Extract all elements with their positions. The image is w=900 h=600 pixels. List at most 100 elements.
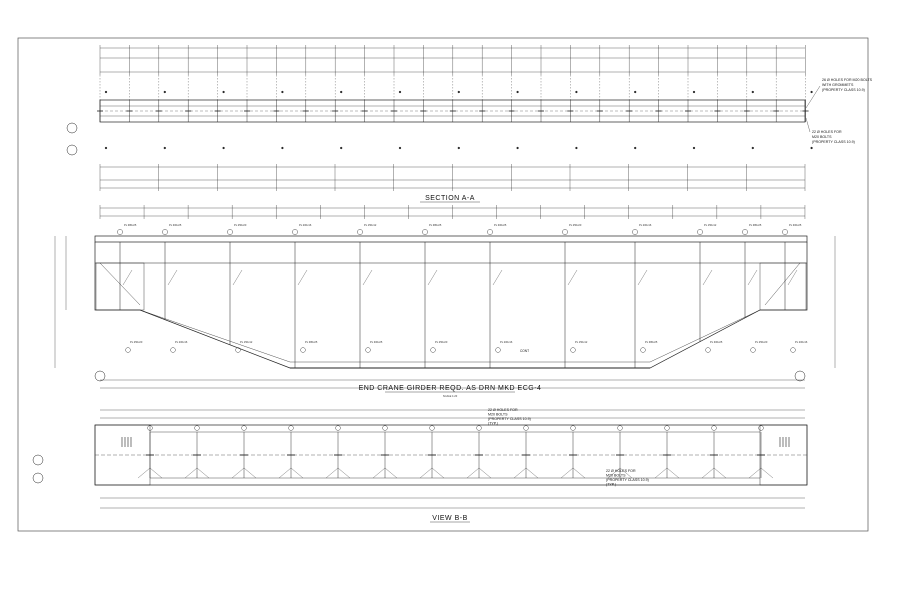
item-bubble — [523, 425, 529, 431]
view-title: VIEW B-B — [432, 515, 468, 522]
item-bubble — [705, 347, 711, 353]
girder-dimension-ticks — [99, 205, 806, 219]
plate-callouts: PL 380x25 PL 250x20 PL 300x25 PL 200x16 PL 2… — [124, 223, 808, 344]
leader-line — [805, 85, 821, 109]
item-bubble — [742, 229, 748, 235]
sheet-border — [17, 37, 869, 532]
plate-callout: PL 200x16 — [639, 223, 652, 227]
section-title: SECTION A-A — [425, 195, 475, 202]
leader-line — [362, 269, 373, 286]
gusset-mark — [560, 467, 586, 479]
plate-callout: PL 380x25 — [645, 340, 658, 344]
item-bubble — [365, 347, 371, 353]
plate-callout: PL 380x25 — [124, 223, 137, 227]
bolt-mark — [281, 90, 284, 94]
bolt-mark — [692, 90, 696, 94]
item-bubble — [241, 425, 247, 431]
gusset-mark — [607, 467, 633, 479]
grid-bubble — [66, 144, 78, 156]
bolt-hole-note: 22 Ø HOLES FOR M20 BOLTS (PROPERTY CLASS… — [488, 408, 532, 426]
gusset-mark — [231, 467, 257, 479]
item-bubble — [300, 347, 306, 353]
item-bubble — [382, 425, 388, 431]
bolt-mark — [104, 90, 108, 94]
item-bubble — [790, 347, 796, 353]
item-bubble — [632, 229, 638, 235]
plate-callout: PL 300x25 — [169, 223, 182, 227]
item-bubble — [758, 425, 764, 431]
leader-line — [167, 269, 178, 286]
bolt-mark — [751, 146, 754, 150]
gusset-mark — [184, 467, 210, 479]
gusset-mark — [372, 467, 398, 479]
girder-stiffeners — [99, 229, 801, 368]
bolt-mark — [751, 90, 754, 94]
leader-line — [492, 269, 503, 286]
bolt-mark — [104, 146, 108, 150]
bolt-mark — [810, 90, 813, 94]
item-bubble — [782, 229, 788, 235]
item-bubble — [430, 347, 436, 353]
section-top-dimension-ticks — [99, 45, 806, 100]
plate-callout: PL 200x16 — [795, 340, 808, 344]
item-bubble — [664, 425, 670, 431]
plate-callout: PL 250x20 — [569, 223, 582, 227]
item-bubble — [617, 425, 623, 431]
item-bubble — [125, 347, 131, 353]
bolt-mark — [634, 90, 637, 94]
leader-line — [805, 117, 811, 133]
section-stiffeners — [97, 90, 813, 150]
bolt-hole-note: 26 Ø HOLES FOR M20 BOLTS WITH GROMMETS (… — [822, 78, 873, 92]
bolt-mark — [163, 146, 166, 150]
grid-bubble — [94, 370, 106, 382]
item-bubble — [170, 347, 176, 353]
bolt-mark — [457, 146, 460, 150]
item-bubble — [194, 425, 200, 431]
bolt-hole-note: 22 Ø HOLES FOR M20 BOLTS (PROPERTY CLASS… — [606, 469, 650, 487]
plate-callout: PL 300x25 — [370, 340, 383, 344]
plate-callout: PL 200x16 — [175, 340, 188, 344]
item-bubble — [227, 229, 233, 235]
bolt-mark — [398, 90, 402, 94]
plate-callout: PL 150x12 — [704, 223, 717, 227]
view-b-b — [94, 409, 808, 509]
grid-bubble — [66, 122, 78, 134]
plate-callout: PL 300x25 — [789, 223, 802, 227]
item-bubble — [570, 425, 576, 431]
plate-callout: PL 150x12 — [240, 340, 253, 344]
weld-note: CONT — [520, 349, 529, 353]
bolt-mark — [457, 90, 460, 94]
bolt-mark — [516, 146, 519, 150]
end-crane-girder-annotations: PL 380x25 PL 250x20 PL 300x25 PL 200x16 PL 2… — [94, 223, 808, 398]
plate-callout: PL 250x20 — [755, 340, 768, 344]
plan-stiffeners — [121, 425, 790, 479]
plate-callout: PL 150x12 — [575, 340, 588, 344]
grid-bubble — [794, 370, 806, 382]
bolt-mark — [575, 90, 578, 94]
gusset-mark — [654, 467, 680, 479]
leader-line — [232, 269, 243, 286]
leader-line — [297, 269, 308, 286]
gusset-mark — [278, 467, 304, 479]
item-bubble — [422, 229, 428, 235]
bolt-mark — [222, 146, 225, 150]
section-bottom-dimension-ticks — [99, 164, 806, 191]
leader-line — [787, 269, 798, 286]
item-bubble — [562, 229, 568, 235]
bolt-mark — [810, 146, 813, 150]
leader-line — [637, 269, 648, 286]
leader-line — [122, 269, 133, 286]
bolt-mark — [340, 146, 343, 150]
grid-bubble — [32, 472, 44, 484]
gusset-mark — [466, 467, 492, 479]
view-b-b-annotations: 22 Ø HOLES FOR M20 BOLTS (PROPERTY CLASS… — [32, 408, 650, 523]
bolt-mark — [575, 146, 578, 150]
plate-callout: PL 150x12 — [364, 223, 377, 227]
leader-line — [747, 269, 758, 286]
bolt-mark — [340, 90, 343, 94]
plate-callout: PL 380x25 — [429, 223, 442, 227]
item-bubble — [570, 347, 576, 353]
gusset-mark — [513, 467, 539, 479]
bolt-mark — [222, 90, 225, 94]
